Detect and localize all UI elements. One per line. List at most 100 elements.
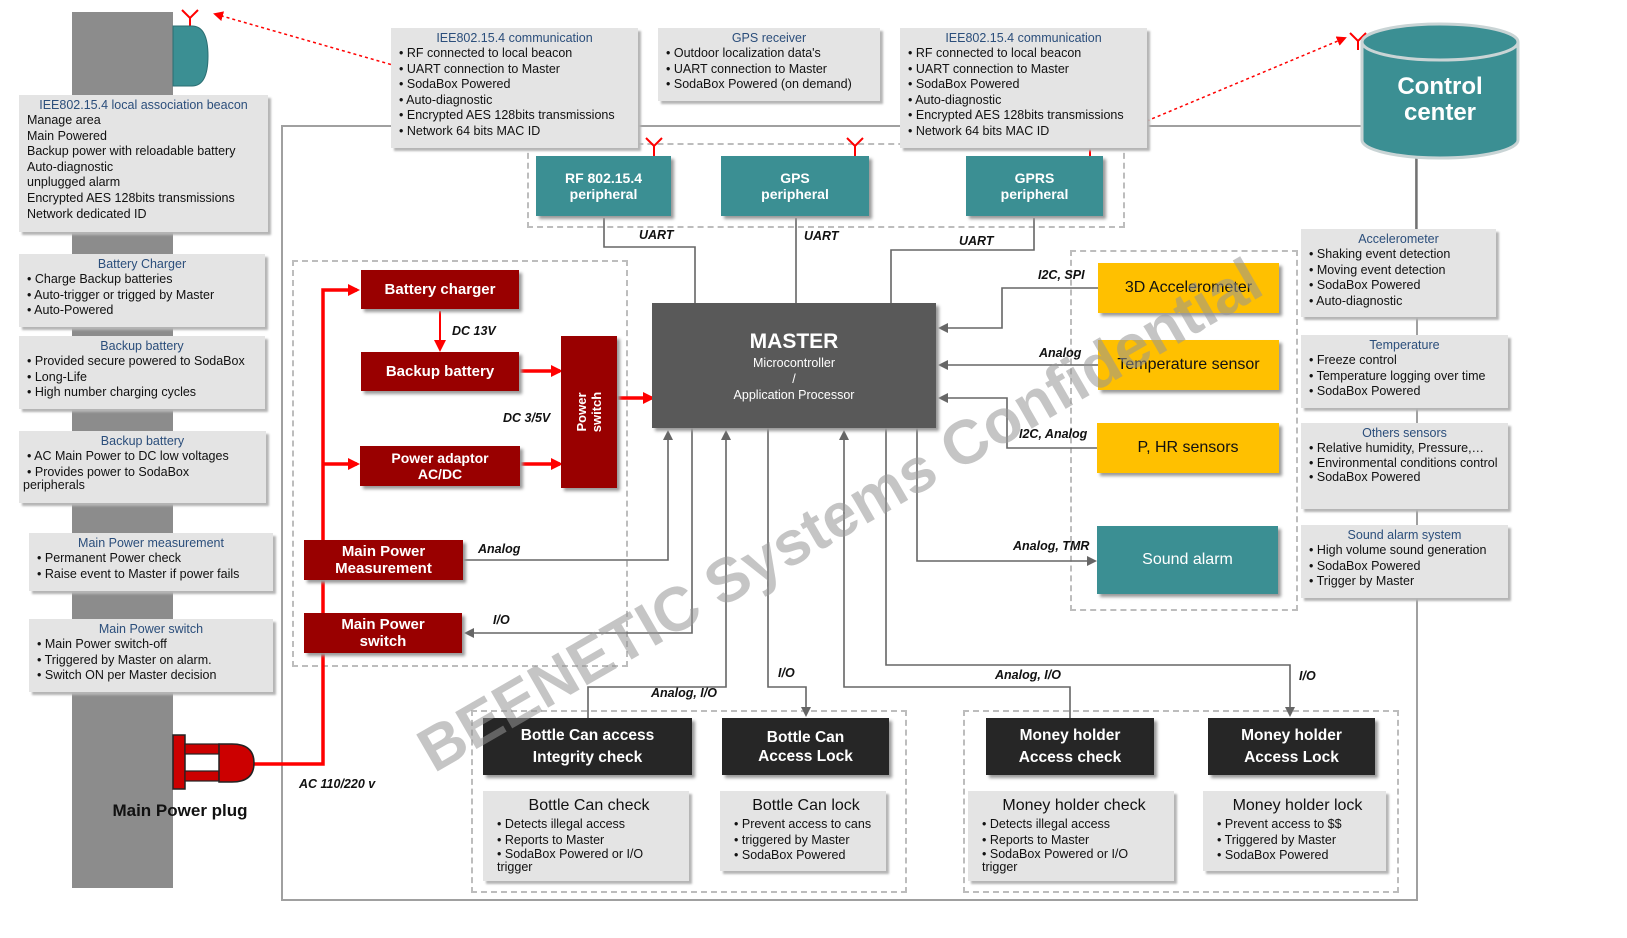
- info-local-beacon: IEE802.15.4 local association beacon Man…: [19, 95, 268, 232]
- info-item: Network 64 bits MAC ID: [399, 124, 630, 140]
- info-title: IEE802.15.4 local association beacon: [39, 98, 248, 112]
- info-item: Shaking event detection: [1309, 247, 1488, 263]
- battery-charger-block: Battery charger: [361, 270, 519, 309]
- label-io-money-lock: I/O: [1299, 669, 1316, 683]
- info-item: RF connected to local beacon: [399, 46, 630, 62]
- info-item: triggered by Master: [734, 833, 878, 849]
- info-item: SodaBox Powered (on demand): [666, 77, 872, 93]
- label-analog-temp: Analog: [1039, 346, 1082, 360]
- money-access-line-1: Money holder: [1019, 726, 1121, 744]
- beacon-icon: [172, 25, 209, 87]
- info-item: UART connection to Master: [666, 62, 872, 78]
- info-title: Sound alarm system: [1347, 528, 1462, 542]
- info-backup-battery-2: Backup battery AC Main Power to DC low v…: [19, 431, 266, 503]
- info-item: Provides power to SodaBox: [27, 465, 258, 479]
- info-bottle-can-lock: Bottle Can lock Prevent access to cans t…: [720, 791, 886, 871]
- info-item: SodaBox Powered: [1217, 848, 1378, 864]
- p-hr-sensors-label: P, HR sensors: [1137, 439, 1239, 456]
- info-item: Relative humidity, Pressure,…: [1309, 441, 1500, 457]
- control-center-line-2: center: [1403, 99, 1477, 126]
- power-group: [292, 260, 628, 667]
- label-i2c-spi: I2C, SPI: [1038, 268, 1085, 282]
- info-title: Temperature: [1369, 338, 1440, 352]
- p-hr-sensors-block: P, HR sensors: [1097, 423, 1279, 473]
- label-analog-io-bottle: Analog, I/O: [651, 686, 717, 700]
- info-item: Auto-trigger or trigged by Master: [27, 288, 257, 304]
- label-io-bottle-lock: I/O: [778, 666, 795, 680]
- control-center-icon: [1360, 22, 1520, 160]
- info-item: Freeze control: [1309, 353, 1500, 369]
- info-money-lock: Money holder lock Prevent access to $$ T…: [1203, 791, 1386, 871]
- info-item: Permanent Power check: [37, 551, 265, 567]
- gprs-peripheral-line-1: GPRS: [1014, 170, 1055, 186]
- temperature-sensor-block: Temperature sensor: [1098, 340, 1279, 390]
- info-item: Encrypted AES 128bits transmissions: [908, 108, 1139, 124]
- bottle-can-access-line-2: Integrity check: [532, 748, 643, 766]
- info-item: Raise event to Master if power fails: [37, 567, 265, 583]
- bottle-can-lock-line-2: Access Lock: [758, 747, 853, 765]
- label-dc-13v: DC 13V: [452, 324, 496, 338]
- master-block: MASTER Microcontroller / Application Pro…: [652, 303, 936, 428]
- info-item: Provided secure powered to SodaBox: [27, 354, 257, 370]
- gps-peripheral-line-1: GPS: [780, 170, 810, 186]
- main-power-switch-line-2: switch: [359, 633, 407, 650]
- main-power-measurement-line-2: Measurement: [335, 560, 432, 577]
- label-io-switch: I/O: [493, 613, 510, 627]
- accelerometer-block: 3D Accelerometer: [1098, 263, 1279, 313]
- label-uart-gprs: UART: [959, 234, 994, 248]
- battery-charger-label: Battery charger: [384, 281, 496, 298]
- info-title: Battery Charger: [97, 257, 187, 271]
- info-item: Encrypted AES 128bits transmissions: [399, 108, 630, 124]
- money-access-line-2: Access check: [1018, 748, 1122, 766]
- main-power-switch-line-1: Main Power: [341, 616, 425, 633]
- master-line-2: /: [792, 371, 796, 386]
- sensors-group: [1070, 250, 1298, 611]
- info-item: SodaBox Powered: [1309, 470, 1500, 486]
- info-item: Charge Backup batteries: [27, 272, 257, 288]
- label-i2c-analog: I2C, Analog: [1019, 427, 1088, 441]
- info-title: Bottle Can check: [528, 797, 650, 814]
- power-switch-line-1: Power: [574, 392, 589, 432]
- info-title: IEE802.15.4 communication: [436, 31, 593, 45]
- info-item: Switch ON per Master decision: [37, 668, 265, 684]
- sound-alarm-label: Sound alarm: [1142, 551, 1233, 568]
- info-bottle-can-check: Bottle Can check Detects illegal access …: [483, 791, 689, 881]
- label-ac-110: AC 110/220 v: [299, 777, 376, 791]
- info-item: SodaBox Powered: [1309, 384, 1500, 400]
- info-item: Prevent access to cans: [734, 817, 878, 833]
- info-item: Triggered by Master: [1217, 833, 1378, 849]
- money-lock-block: Money holder Access Lock: [1208, 718, 1375, 775]
- master-line-3: Application Processor: [733, 387, 855, 402]
- label-uart-gps: UART: [804, 229, 839, 243]
- label-analog-tmr: Analog, TMR: [1013, 539, 1090, 553]
- info-title: Main Power switch: [98, 622, 204, 636]
- backup-battery-label: Backup battery: [385, 363, 495, 380]
- info-money-check: Money holder check Detects illegal acces…: [968, 791, 1174, 881]
- info-item: Reports to Master: [982, 833, 1166, 849]
- money-lock-line-2: Access Lock: [1244, 748, 1339, 766]
- info-item: UART connection to Master: [399, 62, 630, 78]
- bottle-can-lock-block: Bottle Can Access Lock: [722, 718, 889, 775]
- info-item: SodaBox Powered: [399, 77, 630, 93]
- info-comm-gprs: IEE802.15.4 communication RF connected t…: [900, 28, 1147, 148]
- info-item: SodaBox Powered: [734, 848, 878, 864]
- label-analog-io-money: Analog, I/O: [995, 668, 1061, 682]
- sodabox-frame: [281, 125, 1418, 901]
- info-item: Trigger by Master: [1309, 574, 1500, 590]
- money-access-block: Money holder Access check: [986, 718, 1154, 775]
- info-item: Encrypted AES 128bits transmissions: [27, 190, 235, 205]
- main-power-switch-block: Main Power switch: [304, 613, 462, 653]
- info-item: SodaBox Powered or I/O trigger: [497, 848, 681, 874]
- info-battery-charger: Battery Charger Charge Backup batteries …: [19, 254, 265, 327]
- info-item: Environmental conditions control: [1309, 456, 1500, 470]
- info-item: Temperature logging over time: [1309, 369, 1500, 385]
- info-item: Triggered by Master on alarm.: [37, 653, 265, 669]
- info-title: Main Power measurement: [78, 536, 224, 550]
- info-item: peripherals: [23, 477, 85, 492]
- info-title: IEE802.15.4 communication: [945, 31, 1102, 45]
- info-item: SodaBox Powered: [1309, 278, 1488, 294]
- power-plug-icon: [172, 734, 255, 790]
- gps-peripheral-line-2: peripheral: [761, 186, 829, 202]
- main-power-measurement-block: Main Power Measurement: [304, 540, 463, 580]
- info-main-power-switch: Main Power switch Main Power switch-off …: [29, 619, 273, 692]
